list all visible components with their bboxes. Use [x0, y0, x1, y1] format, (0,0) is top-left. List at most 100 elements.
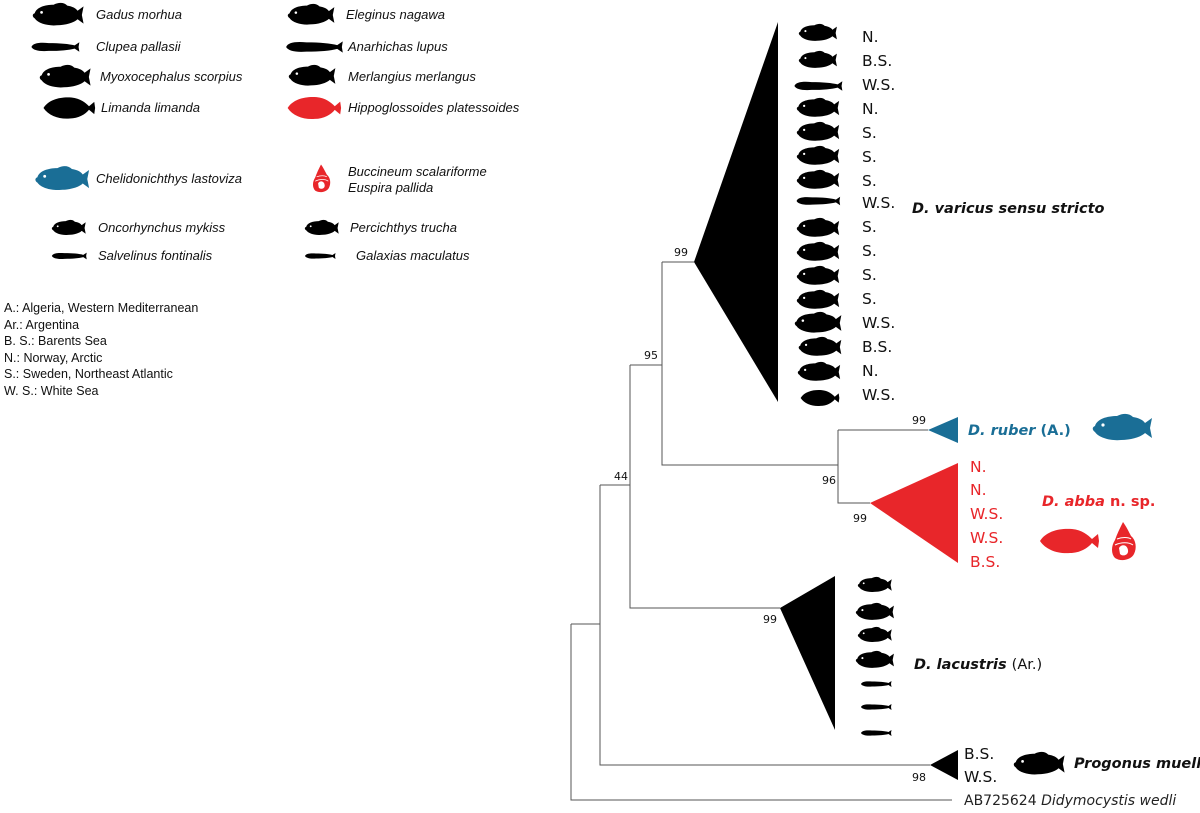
host-fish-icon — [861, 730, 892, 736]
legend-host-label: Galaxias maculatus — [356, 248, 470, 263]
bootstrap-value: 99 — [674, 246, 688, 259]
oncorhynchus-mykiss-icon — [51, 219, 86, 235]
legend-host-label: Oncorhynchus mykiss — [98, 220, 226, 235]
host-fish-icon — [796, 169, 840, 189]
host-fish-icon — [796, 217, 840, 237]
abbreviation-item: S.: Sweden, Northeast Atlantic — [4, 367, 173, 381]
locality-label: N. — [862, 100, 879, 118]
chelidonichthys-lastoviza-icon — [35, 166, 90, 191]
outgroup-accession: AB725624 — [964, 793, 1037, 809]
host-fish-icon — [855, 602, 894, 620]
locality-label: B.S. — [964, 745, 994, 763]
host-fish-icon — [855, 650, 894, 668]
varicus-host-icons — [794, 23, 843, 406]
abba-status: n. sp. — [1110, 494, 1155, 510]
locality-label: S. — [862, 290, 877, 308]
legend-host-label: Eleginus nagawa — [346, 7, 445, 22]
percichthys-trucha-icon — [304, 219, 339, 235]
myoxocephalus-scorpius-icon — [39, 64, 91, 88]
host-fish-icon — [800, 390, 840, 406]
locality-label: W.S. — [964, 768, 997, 786]
locality-label: S. — [862, 218, 877, 236]
bootstrap-value: 99 — [853, 512, 867, 525]
abbreviation-item: Ar.: Argentina — [4, 318, 79, 332]
locality-label: N. — [970, 481, 987, 499]
locality-label: S. — [862, 242, 877, 260]
host-fish-icon — [796, 265, 840, 285]
abbreviation-item: N.: Norway, Arctic — [4, 351, 102, 365]
locality-label: N. — [862, 28, 879, 46]
locality-label: N. — [970, 458, 987, 476]
varicus-clade-triangle — [694, 22, 778, 402]
host-fish-icon — [796, 121, 840, 141]
legend-host-label: Merlangius merlangus — [348, 69, 476, 84]
abba-clade-label: D. abba n. sp. — [1042, 494, 1155, 510]
varicus-clade-label: D. varicus sensu stricto — [912, 201, 1105, 217]
legend-host-label: Percichthys trucha — [350, 220, 457, 235]
host-fish-icon — [796, 145, 840, 165]
bootstrap-value: 98 — [912, 771, 926, 784]
progonus-host-icon — [1013, 751, 1065, 775]
legend-host-label: Euspira pallida — [348, 180, 433, 195]
legend-host-label: Chelidonichthys lastoviza — [96, 171, 242, 186]
legend-host-label: Anarhichas lupus — [347, 39, 448, 54]
ruber-host-icon — [1092, 413, 1152, 441]
host-fish-icon — [796, 241, 840, 261]
lacustris-locality: (Ar.) — [1012, 657, 1042, 673]
outgroup-species: Didymocystis wedli — [1041, 793, 1176, 809]
abbreviation-item: W. S.: White Sea — [4, 384, 99, 398]
host-fish-icon — [794, 311, 842, 333]
bootstrap-value: 44 — [614, 470, 628, 483]
host-fish-icon — [794, 81, 843, 91]
lacustris-clade-triangle — [780, 576, 835, 730]
clupea-pallasii-icon — [31, 42, 80, 52]
ruber-locality: (A.) — [1041, 423, 1071, 439]
ruber-clade-label: D. ruber (A.) — [968, 423, 1071, 439]
host-fish-icon — [857, 626, 892, 642]
abba-host-snail-icon — [1111, 521, 1137, 561]
host-fish-icon — [797, 361, 841, 381]
salvelinus-fontinalis-icon — [51, 252, 87, 260]
bootstrap-value: 99 — [763, 613, 777, 626]
bootstrap-value: 95 — [644, 349, 658, 362]
tree-branches — [570, 261, 952, 801]
host-fish-icon — [798, 23, 837, 41]
host-fish-icon — [861, 704, 892, 710]
legend-host-label: Salvelinus fontinalis — [98, 248, 213, 263]
legend-host-label: Myoxocephalus scorpius — [100, 69, 243, 84]
locality-label: W.S. — [862, 314, 895, 332]
locality-label: N. — [862, 362, 879, 380]
legend-host-label: Buccineum scalariforme — [348, 164, 487, 179]
locality-label: B.S. — [970, 553, 1000, 571]
locality-label: B.S. — [862, 338, 892, 356]
eleginus-nagawa-icon — [287, 3, 335, 25]
legend-host-label: Hippoglossoides platessoides — [348, 100, 520, 115]
outgroup-label: AB725624 Didymocystis wedli — [964, 793, 1176, 809]
bootstrap-value: 99 — [912, 414, 926, 427]
merlangius-merlangus-icon — [288, 64, 336, 86]
locality-label: W.S. — [862, 386, 895, 404]
ruber-clade-triangle — [928, 417, 958, 443]
locality-label: W.S. — [970, 505, 1003, 523]
locality-label: S. — [862, 124, 877, 142]
legend-host-label: Clupea pallasii — [96, 39, 182, 54]
locality-label: W.S. — [970, 529, 1003, 547]
abba-name: D. abba — [1042, 494, 1105, 510]
varicus-localities: N. B.S. W.S. N. S. S. S. W.S. S. S. S. S… — [862, 28, 895, 404]
locality-label: S. — [862, 266, 877, 284]
host-fish-icon — [798, 336, 842, 356]
abba-host-flatfish-icon — [1040, 528, 1099, 554]
host-fish-icon — [796, 97, 840, 117]
legend-host-label: Gadus morhua — [96, 7, 182, 22]
galaxias-maculatus-icon — [305, 253, 336, 259]
abbreviation-legend: A.: Algeria, Western Mediterranean Ar.: … — [4, 301, 198, 398]
host-fish-icon — [861, 681, 892, 687]
anarhichas-lupus-icon — [286, 41, 343, 53]
bootstrap-values: 99 95 44 99 96 99 99 98 — [614, 246, 926, 784]
locality-label: B.S. — [862, 52, 892, 70]
gastropod-icon — [312, 164, 331, 193]
progonus-clade-triangle — [930, 750, 958, 780]
lacustris-clade-label: D. lacustris (Ar.) — [914, 657, 1042, 673]
host-fish-icon — [796, 289, 840, 309]
